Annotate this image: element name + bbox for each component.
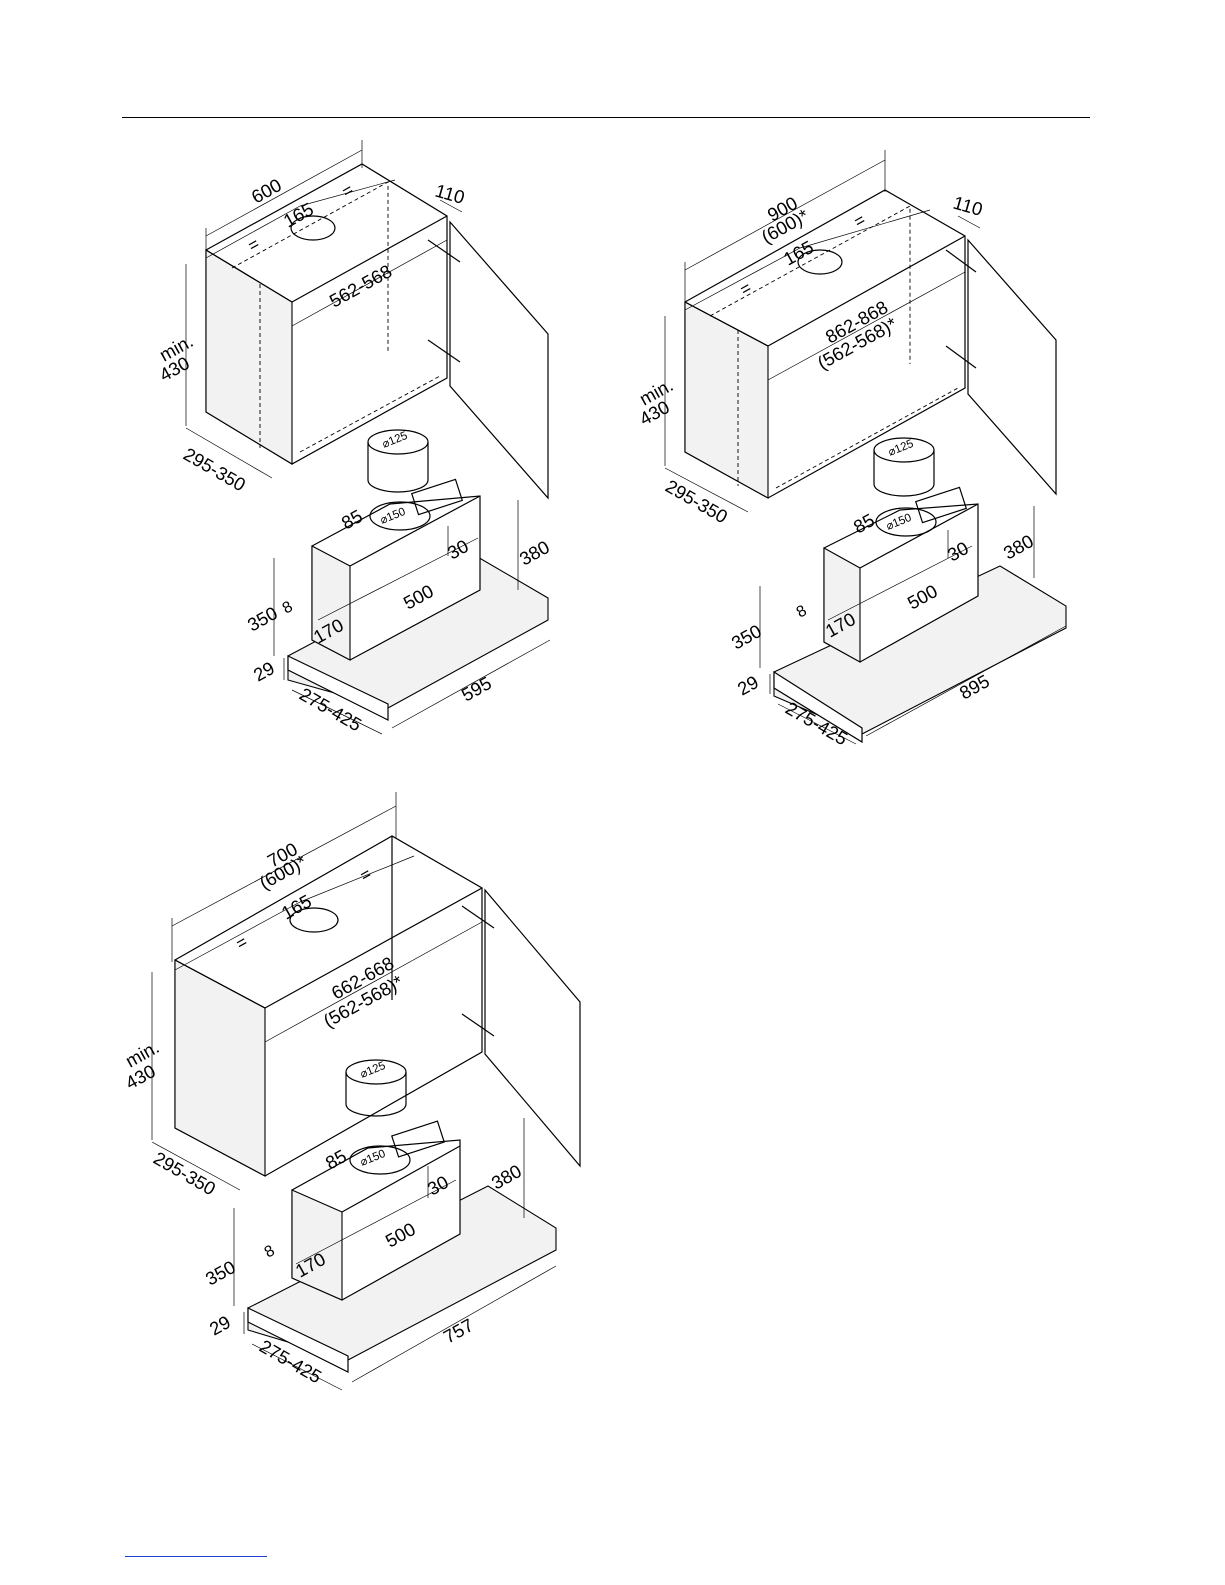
label-gap: 8 — [262, 1242, 278, 1261]
label-cabinet-width: 600 — [248, 174, 285, 207]
hood-700 — [247, 1120, 557, 1373]
label-door-gap: 110 — [951, 192, 985, 220]
label-hood-height: 380 — [516, 536, 553, 569]
hood-600 — [287, 478, 549, 721]
duct-pipe-900 — [873, 437, 935, 497]
label-gap: 8 — [280, 598, 296, 617]
label-hood-width: 595 — [458, 672, 495, 705]
wall-cabinet-900 — [684, 189, 1057, 499]
label-cabinet-depth: 295-350 — [662, 475, 731, 527]
drawing-900: 900 (600)* = = 165 110 862-868 (562-568)… — [636, 150, 1067, 749]
dimension-lines-700 — [151, 792, 483, 1191]
hood-dimension-lines-600 — [273, 500, 551, 735]
label-panel-thickness: 29 — [206, 1311, 234, 1339]
label-body-height: 350 — [728, 620, 765, 653]
label-hood-width: 757 — [440, 1314, 477, 1347]
drawing-700: 700 (600)* = = 165 662-668 (562-568)* mi… — [122, 792, 581, 1391]
label-duct-pipe: ⌀125 — [887, 438, 916, 459]
duct-pipe-700 — [345, 1059, 407, 1117]
label-hood-height: 380 — [488, 1160, 525, 1193]
label-hood-height: 380 — [1000, 530, 1037, 563]
hood-dimension-lines-700 — [233, 1118, 557, 1391]
header-rule — [122, 117, 1090, 118]
label-panel-thickness: 29 — [250, 657, 278, 685]
duct-pipe-600 — [367, 429, 429, 493]
hood-dimension-lines-900 — [759, 506, 1067, 745]
label-body-height: 350 — [244, 602, 281, 635]
label-gap: 8 — [794, 602, 810, 621]
dimension-lines-600 — [185, 140, 463, 479]
hood-900 — [773, 486, 1067, 744]
wall-cabinet-600 — [205, 163, 549, 500]
drawing-600: 600 = = 165 110 562-568 min. 430 295-350… — [156, 140, 553, 735]
wall-cabinet-700 — [174, 835, 581, 1177]
label-door-gap: 110 — [433, 180, 467, 208]
label-panel-thickness: 29 — [734, 671, 762, 699]
label-cabinet-depth: 295-350 — [180, 443, 249, 495]
label-body-height: 350 — [202, 1256, 239, 1289]
dimension-lines-900 — [664, 150, 981, 513]
footer-link-underline[interactable] — [125, 1556, 267, 1557]
label-duct-pipe: ⌀125 — [381, 430, 410, 451]
